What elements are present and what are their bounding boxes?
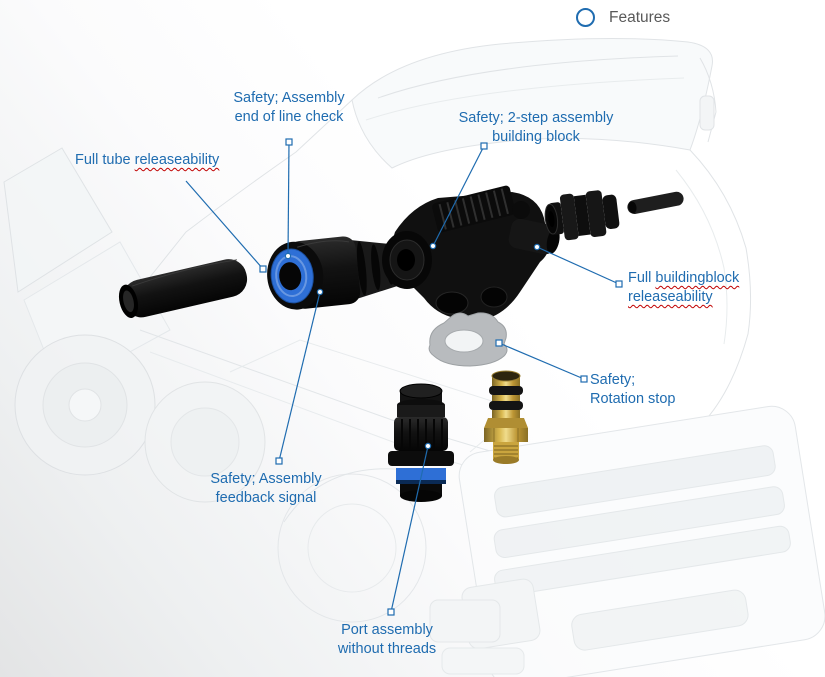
leader-line-feedback-signal [278,291,321,462]
leader-square-marker [480,142,488,150]
annotation-line: Safety; Assembly [210,470,321,489]
annotation-line: Safety; 2-step assembly [459,109,614,128]
annotation-line: Full buildingblock [628,269,739,288]
annotation-line: Port assembly [338,621,436,640]
annotation-rotation-stop: Safety; Rotation stop [590,371,675,409]
annotation-text: Full [628,270,656,286]
annotation-line: without threads [338,640,436,659]
small-connector-part [544,190,620,241]
annotation-text-misspelled: buildingblock [655,270,740,286]
annotation-line: building block [459,128,614,147]
annotation-text: Safety; Assembly [233,90,345,106]
leader-line-full-buildingblock-releaseability [536,246,620,285]
leader-dot-marker [284,252,292,260]
rotation-stop-part [428,312,508,367]
leader-square-marker [387,608,395,616]
features-legend-label: Features [609,8,671,26]
annotation-text: building block [492,129,580,145]
leader-square-marker [495,339,503,347]
leader-dot-marker [316,288,324,296]
annotation-text-misspelled: releaseability [628,289,713,305]
exploded-parts [118,185,684,502]
annotation-line: Full tube releaseability [75,151,219,170]
annotation-text: Safety; 2-step assembly [458,110,614,126]
coupler-part [267,236,402,310]
annotation-text: Safety; Assembly [210,471,322,487]
annotation-line: Safety; Assembly [233,89,344,108]
pin-part [627,191,684,215]
tube-part [118,259,248,318]
annotation-text: Safety; [590,372,636,388]
leader-lines [185,138,623,616]
annotation-line: feedback signal [210,489,321,508]
annotation-text: end of line check [234,109,344,125]
annotation-line: Safety; [590,371,675,390]
leader-dot-marker [424,442,432,450]
annotation-text: Port assembly [341,622,433,638]
block-part [382,185,560,320]
leader-square-marker [615,280,623,288]
annotation-text: Full tube [75,152,135,168]
leader-line-two-step-building-block [432,145,485,247]
leader-square-marker [275,457,283,465]
features-legend: Features [576,8,670,27]
leader-square-marker [285,138,293,146]
annotation-line: releaseability [628,288,739,307]
leader-square-marker [580,375,588,383]
annotation-text-misspelled: releaseability [134,152,220,168]
leader-dot-marker [429,242,437,250]
brass-fitting-part [484,370,528,464]
annotation-end-of-line-check: Safety; Assembly end of line check [233,89,344,127]
leader-line-rotation-stop [498,342,585,380]
annotation-text: feedback signal [215,490,317,506]
annotation-feedback-signal: Safety; Assembly feedback signal [210,470,321,508]
annotation-line: end of line check [233,108,344,127]
leader-dot-marker [533,243,541,251]
feature-circle-icon [576,8,595,27]
annotation-text: Rotation stop [590,391,676,407]
annotation-full-tube-releaseability: Full tube releaseability [75,151,219,170]
leader-square-marker [259,265,267,273]
annotation-text: without threads [337,641,437,657]
leader-line-end-of-line-check [287,141,290,257]
annotation-two-step-building-block: Safety; 2-step assembly building block [459,109,614,147]
leader-line-port-assembly [390,445,429,613]
annotation-line: Rotation stop [590,390,675,409]
leader-line-full-tube-releaseability [185,180,264,270]
annotation-port-assembly: Port assembly without threads [338,621,436,659]
port-assembly-part [388,383,454,502]
truck-ghost-illustration [3,37,825,677]
